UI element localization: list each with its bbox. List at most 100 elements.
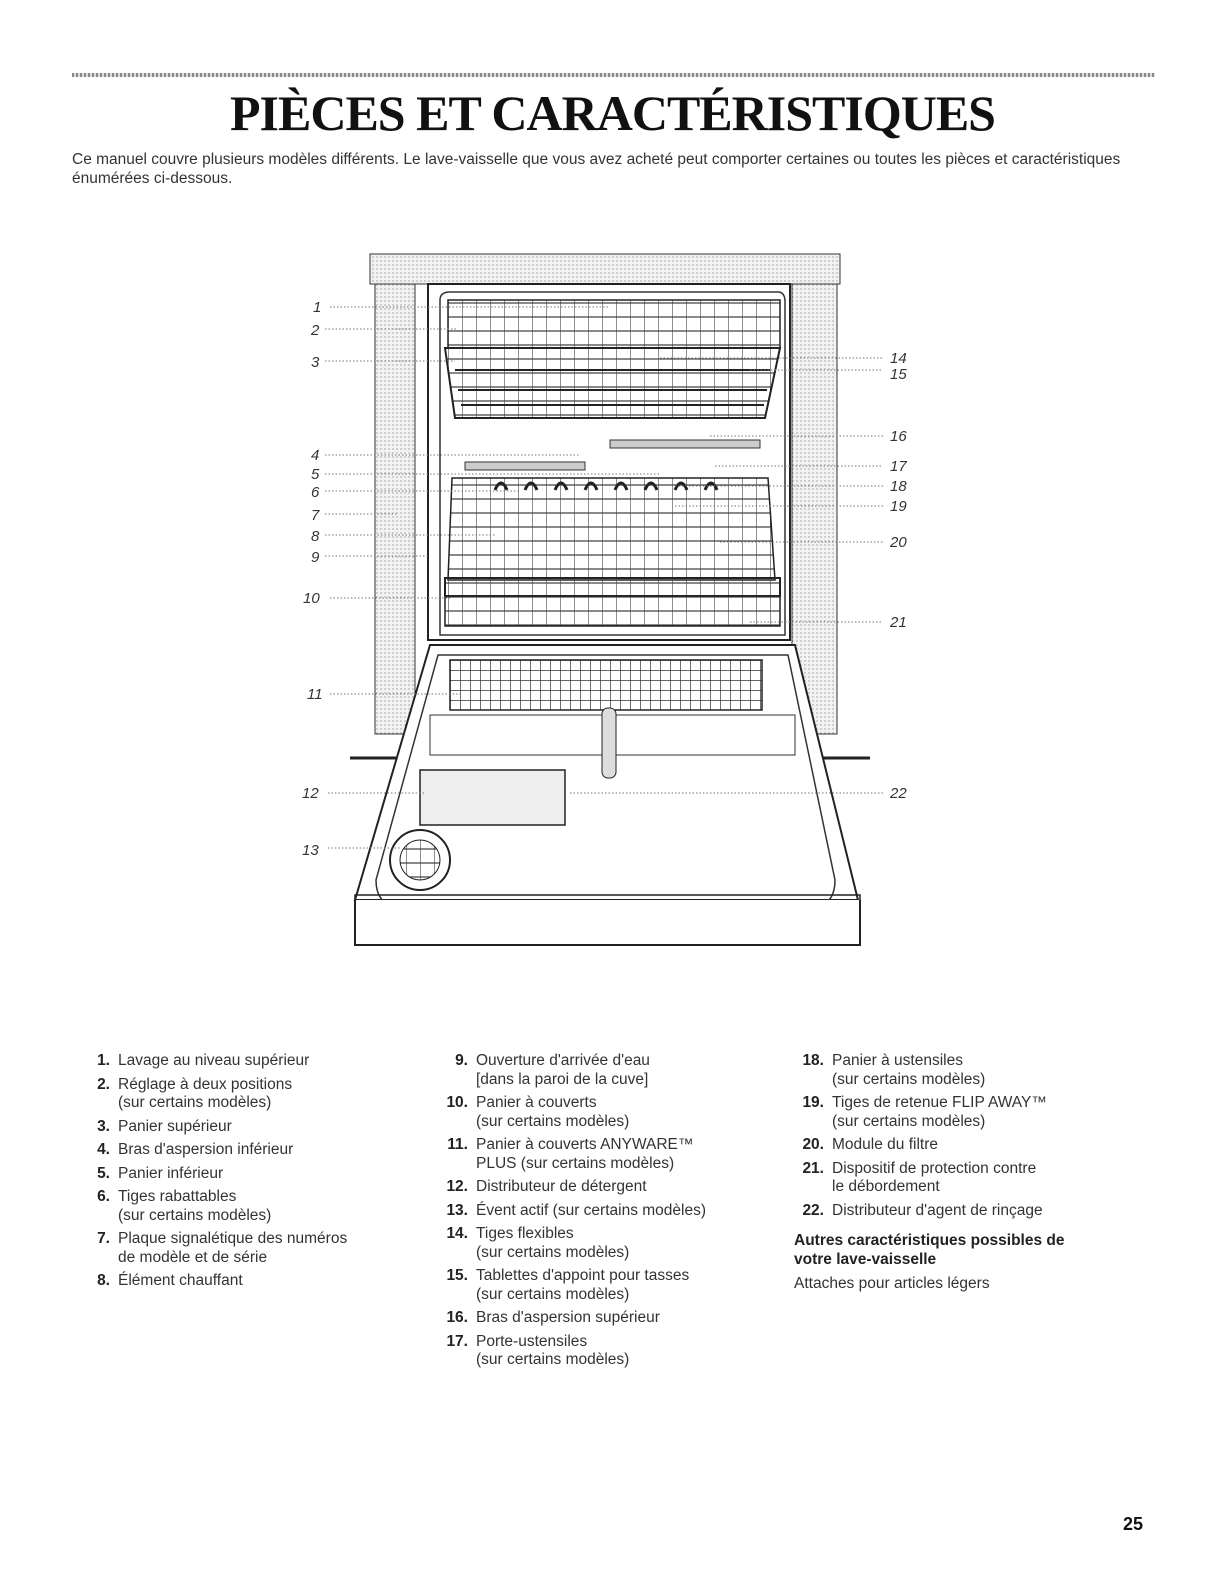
parts-list-item: 5.Panier inférieur xyxy=(80,1165,410,1184)
item-number: 12. xyxy=(446,1178,468,1195)
detergent-dispenser xyxy=(419,769,566,826)
parts-list-item: 15. Tablettes d'appoint pour tasses(sur c… xyxy=(438,1267,768,1304)
item-text: Évent actif (sur certains modèles) xyxy=(476,1201,707,1219)
item-text-continued: [dans la paroi de la cuve] xyxy=(476,1070,649,1088)
parts-list-item: 18.Panier à ustensiles(sur certains modè… xyxy=(794,1052,1124,1089)
item-text: Tiges rabattables xyxy=(118,1188,237,1205)
item-text-continued: (sur certains modèles) xyxy=(118,1206,272,1224)
item-text: Panier à couverts ANYWARE™ xyxy=(476,1136,694,1153)
item-text-continued: (sur certains modèles) xyxy=(476,1285,630,1303)
other-features-item: Attaches pour articles légers xyxy=(794,1275,990,1292)
callout-10: 10 xyxy=(303,590,320,607)
item-number: 10. xyxy=(446,1094,468,1111)
parts-list-column-3: 18.Panier à ustensiles(sur certains modè… xyxy=(794,1052,1124,1294)
parts-list-item: 6. Tiges rabattables(sur certains modèles… xyxy=(80,1188,410,1225)
callout-22: 22 xyxy=(889,785,907,802)
header-rule xyxy=(72,73,1155,77)
lower-spray-arm xyxy=(464,461,586,471)
callout-19: 19 xyxy=(890,498,907,515)
item-text-continued: (sur certains modèles) xyxy=(832,1070,986,1088)
item-text: Panier à ustensiles xyxy=(832,1052,963,1069)
parts-list-item: 10. Panier à couverts(sur certains modèle… xyxy=(438,1094,768,1131)
item-text: Lavage au niveau supérieur xyxy=(118,1052,310,1069)
item-text: Plaque signalétique des numéros xyxy=(118,1230,348,1247)
callout-17: 17 xyxy=(890,458,907,475)
item-text-continued: le débordement xyxy=(832,1178,940,1195)
parts-list-item: 17.Porte-ustensiles(sur certains modèles… xyxy=(438,1333,768,1370)
item-text: Réglage à deux positions xyxy=(118,1075,293,1093)
parts-list-item: 12. Distributeur de détergent xyxy=(438,1178,768,1197)
item-text-continued: (sur certains modèles) xyxy=(476,1112,630,1130)
item-number: 15. xyxy=(446,1267,468,1284)
item-text: Distributeur de détergent xyxy=(476,1178,647,1195)
item-text: Porte-ustensiles xyxy=(476,1332,588,1350)
item-number: 3. xyxy=(97,1117,110,1135)
parts-list-item: 2. Réglage à deux positions(sur certains … xyxy=(80,1076,410,1113)
item-number: 14. xyxy=(446,1225,468,1242)
parts-list-item: 8.Élément chauffant xyxy=(80,1272,410,1291)
other-features-heading: Autres caractéristiques possibles de vot… xyxy=(794,1232,1065,1268)
item-number: 1. xyxy=(97,1052,110,1069)
item-number: 6. xyxy=(97,1188,110,1205)
item-text-continued: (sur certains modèles) xyxy=(832,1112,986,1130)
item-number: 16. xyxy=(446,1309,468,1326)
page-number: 25 xyxy=(1122,1514,1143,1534)
item-number: 21. xyxy=(802,1159,824,1177)
item-text: Bras d'aspersion supérieur xyxy=(476,1309,660,1326)
parts-list-item: 13. Évent actif (sur certains modèles) xyxy=(438,1202,768,1221)
item-text: Ouverture d'arrivée d'eau xyxy=(476,1052,650,1069)
callout-16: 16 xyxy=(890,428,907,445)
parts-list-item: 9. Ouverture d'arrivée d'eau[dans la paro… xyxy=(438,1052,768,1089)
callout-9: 9 xyxy=(311,549,320,566)
dishwasher-diagram: 1 2 3 4 5 6 7 8 9 10 11 12 13 14 15 16 1… xyxy=(302,253,907,946)
parts-list-column-2: 9. Ouverture d'arrivée d'eau[dans la paro… xyxy=(438,1052,768,1375)
callout-12: 12 xyxy=(302,785,319,802)
item-text: Panier à couverts xyxy=(476,1094,597,1111)
item-text: Dispositif de protection contre xyxy=(832,1159,1037,1177)
callout-2: 2 xyxy=(310,322,320,339)
item-text-continued: (sur certains modèles) xyxy=(476,1351,630,1368)
dishwasher-door xyxy=(350,644,870,946)
item-text: Tablettes d'appoint pour tasses xyxy=(476,1267,690,1284)
callout-21: 21 xyxy=(889,614,907,631)
intro-paragraph: Ce manuel couvre plusieurs modèles diffé… xyxy=(72,151,1121,187)
callout-3: 3 xyxy=(311,354,320,371)
item-text: Panier inférieur xyxy=(118,1164,224,1182)
callout-18: 18 xyxy=(890,478,907,495)
item-text-continued: de modèle et de série xyxy=(118,1248,268,1266)
item-text-continued: (sur certains modèles) xyxy=(476,1243,630,1261)
item-text-continued: (sur certains modèles) xyxy=(118,1094,272,1111)
countertop xyxy=(369,253,841,285)
callout-14: 14 xyxy=(890,350,907,367)
item-number: 22. xyxy=(802,1201,824,1219)
item-number: 4. xyxy=(97,1141,110,1158)
item-number: 8. xyxy=(97,1272,110,1289)
callout-15: 15 xyxy=(890,366,907,383)
item-text: Panier supérieur xyxy=(118,1117,232,1135)
callout-11: 11 xyxy=(307,686,323,703)
upper-spray-arm xyxy=(609,439,761,449)
item-number: 7. xyxy=(97,1230,110,1247)
callout-20: 20 xyxy=(889,534,907,551)
callout-8: 8 xyxy=(311,528,320,545)
parts-list-item: 22. Distributeur d'agent de rinçage xyxy=(794,1202,1124,1221)
silverware-basket xyxy=(449,659,763,711)
right-cabinet xyxy=(791,283,838,735)
upper-rack xyxy=(443,299,782,419)
parts-list-item: 3. Panier supérieur xyxy=(80,1118,410,1137)
door-handle xyxy=(601,707,617,779)
lower-rack xyxy=(444,477,781,627)
item-text: Distributeur d'agent de rinçage xyxy=(832,1201,1043,1219)
left-cabinet xyxy=(374,283,416,735)
item-number: 13. xyxy=(446,1201,468,1219)
item-number: 9. xyxy=(455,1052,468,1069)
parts-list-item: 1. Lavage au niveau supérieur xyxy=(80,1052,410,1071)
callout-7: 7 xyxy=(311,507,320,524)
item-number: 20. xyxy=(802,1136,824,1153)
item-number: 2. xyxy=(97,1075,110,1093)
item-text-continued: PLUS (sur certains modèles) xyxy=(476,1154,675,1172)
callout-6: 6 xyxy=(311,484,320,501)
